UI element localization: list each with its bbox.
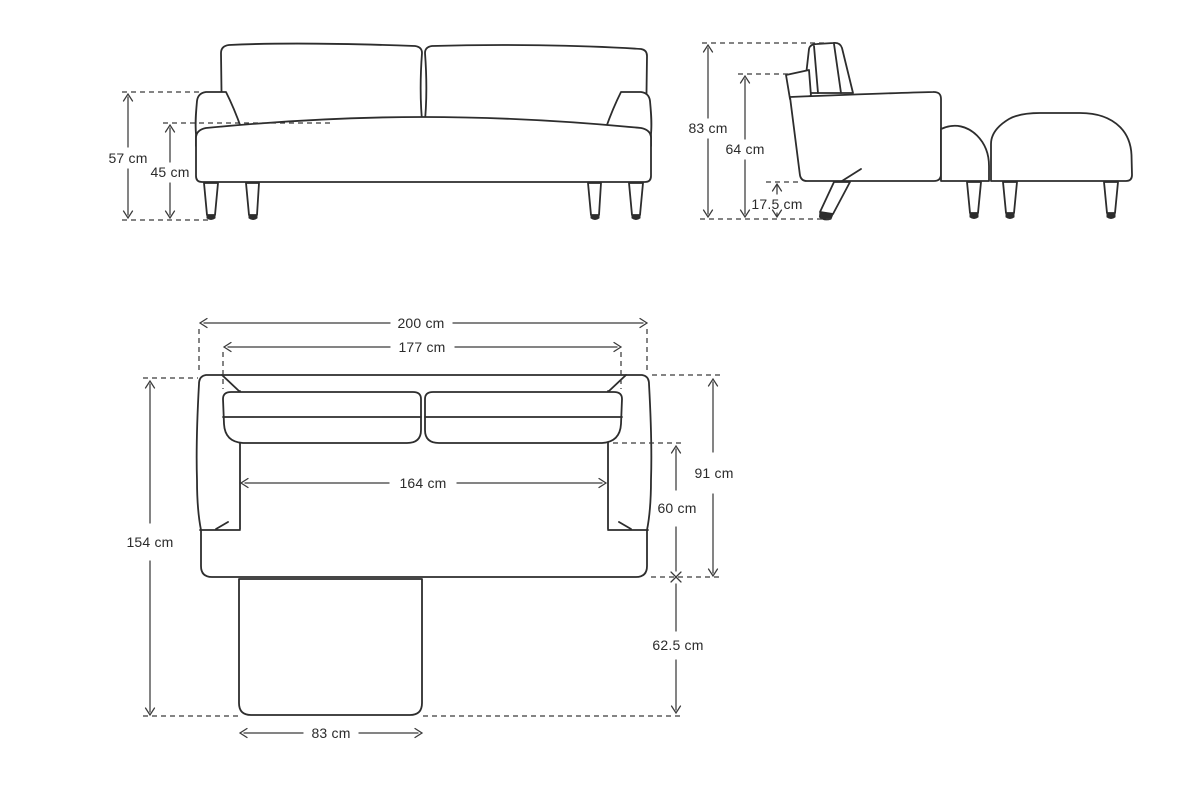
side-rear-leg-detail <box>841 168 862 182</box>
top-overall-width-label: 200 cm <box>397 315 444 331</box>
front-seat-base <box>195 116 652 183</box>
side-back-panel <box>785 69 812 100</box>
side-footstool <box>990 112 1133 182</box>
side-seat-front-edge <box>940 124 990 182</box>
front-back-cushion-left <box>220 42 424 131</box>
side-back-height-label: 83 cm <box>688 120 727 136</box>
top-seat-width-label: 164 cm <box>399 475 446 491</box>
front-view <box>194 42 653 220</box>
top-view-dimensions: 200 cm 177 cm 154 cm 164 cm 91 cm 60 cm <box>126 315 733 741</box>
top-seat-depth-label: 60 cm <box>657 500 696 516</box>
top-back-width-label: 177 cm <box>398 339 445 355</box>
side-body <box>789 91 942 182</box>
top-overall-depth-label: 154 cm <box>126 534 173 550</box>
side-clearance-label: 17.5 cm <box>751 196 802 212</box>
side-back-cushion <box>803 41 854 94</box>
front-back-cushion-right <box>423 44 648 131</box>
top-footstool-depth-label: 62.5 cm <box>652 637 703 653</box>
front-view-dimensions: 57 cm 45 cm <box>108 91 330 221</box>
front-overall-height-label: 57 cm <box>108 150 147 166</box>
top-footstool-width-label: 83 cm <box>311 725 350 741</box>
side-view-dimensions: 83 cm 64 cm 17.5 cm <box>688 42 832 220</box>
side-back-cushion-seams <box>813 43 842 94</box>
front-seat-height-label: 45 cm <box>150 164 189 180</box>
side-view <box>785 41 1133 221</box>
top-backrest-corner-left <box>221 374 240 392</box>
top-body-depth-label: 91 cm <box>694 465 733 481</box>
side-frame-height-label: 64 cm <box>725 141 764 157</box>
top-footstool <box>238 578 423 716</box>
top-view <box>195 374 653 716</box>
front-legs <box>203 182 644 220</box>
side-legs <box>818 181 1119 221</box>
top-backrest-corner-right <box>608 374 627 392</box>
